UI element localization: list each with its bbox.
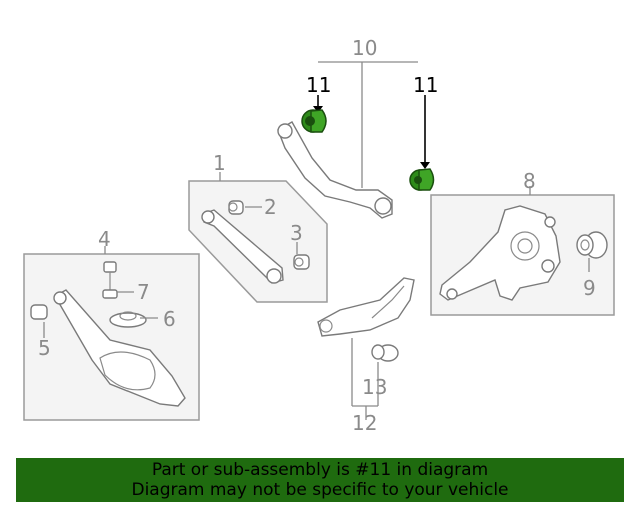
bushing-5-part — [30, 304, 48, 320]
callout-13: 13 — [362, 375, 387, 399]
banner-line-1: Part or sub-assembly is #11 in diagram — [151, 460, 489, 480]
upper-arm-10 — [277, 61, 418, 219]
callout-5: 5 — [38, 336, 51, 360]
callout-2: 2 — [264, 195, 277, 219]
callout-4: 4 — [98, 227, 111, 251]
callout-8: 8 — [523, 169, 536, 193]
trailing-arm-12 — [317, 277, 415, 407]
callout-12: 12 — [352, 411, 377, 435]
callout-7: 7 — [137, 280, 150, 304]
callout-11-left: 11 — [306, 73, 331, 97]
callout-9: 9 — [583, 276, 596, 300]
bolt-7-part — [103, 261, 117, 273]
group-box-4 — [23, 253, 200, 421]
callout-3: 3 — [290, 221, 303, 245]
lower-control-arm-part — [54, 289, 186, 407]
bushing-11-left — [301, 95, 327, 133]
callout-10: 10 — [352, 36, 377, 60]
callout-6: 6 — [163, 307, 176, 331]
notice-banner: Part or sub-assembly is #11 in diagram D… — [16, 458, 624, 502]
upper-control-arm-part — [277, 121, 393, 219]
callout-11-right: 11 — [413, 73, 438, 97]
trailing-arm-part — [317, 277, 415, 337]
bushing-3-part — [293, 254, 310, 270]
group-box-1 — [188, 180, 328, 303]
bushing-11-right — [409, 95, 435, 191]
group-box-8 — [430, 194, 615, 316]
callout-1: 1 — [213, 151, 226, 175]
banner-line-2: Diagram may not be specific to your vehi… — [131, 480, 509, 500]
